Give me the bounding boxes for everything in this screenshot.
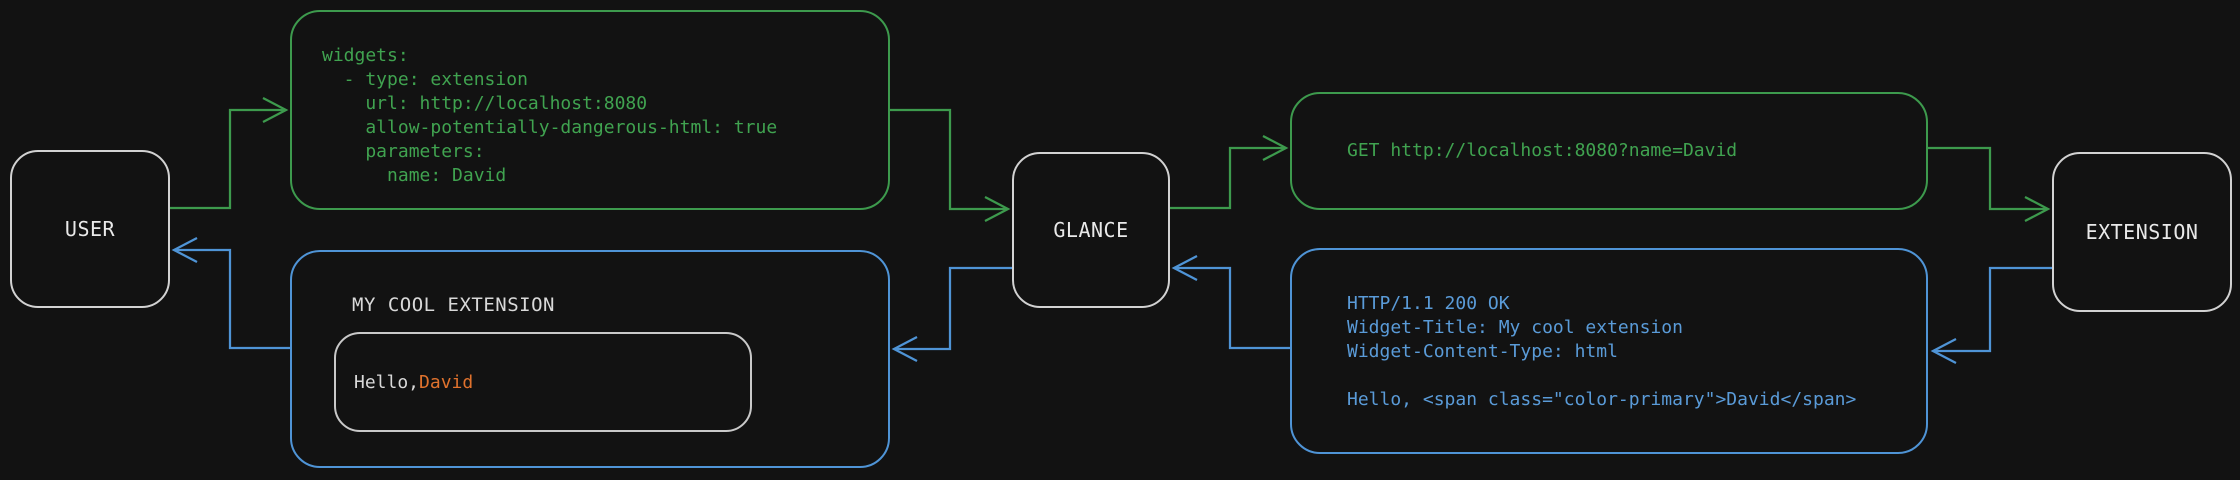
node-extension: EXTENSION [2052,152,2232,312]
node-user: USER [10,150,170,308]
http-response-block: HTTP/1.1 200 OK Widget-Title: My cool ex… [1290,248,1928,454]
arrow-glance-to-request [1170,135,1289,210]
greeting-text: Hello, [354,371,420,393]
http-request-block: GET http://localhost:8080?name=David [1290,92,1928,210]
rendered-widget-box: Hello, David [334,332,752,432]
arrow-extension-to-response [1930,266,2052,364]
http-request-line: GET http://localhost:8080?name=David [1347,140,1738,161]
node-glance-label: GLANCE [1053,218,1129,242]
node-extension-label: EXTENSION [2085,220,2199,244]
arrow-glance-to-preview [891,266,1012,362]
widget-preview-title: MY COOL EXTENSION [352,294,555,316]
http-response-text: HTTP/1.1 200 OK Widget-Title: My cool ex… [1347,293,1857,410]
arrow-request-to-extension [1928,146,2051,222]
widget-config-yaml: widgets: - type: extension url: http://l… [322,45,778,186]
arrow-preview-to-user [171,237,290,350]
greeting-name: David [419,371,474,393]
arrow-user-to-config [170,97,289,210]
widget-config-block: widgets: - type: extension url: http://l… [290,10,890,210]
arrow-response-to-glance [1171,255,1290,350]
node-user-label: USER [64,217,116,241]
widget-preview-block: MY COOL EXTENSION Hello, David [290,250,890,468]
arrow-config-to-glance [890,108,1011,222]
node-glance: GLANCE [1012,152,1170,308]
